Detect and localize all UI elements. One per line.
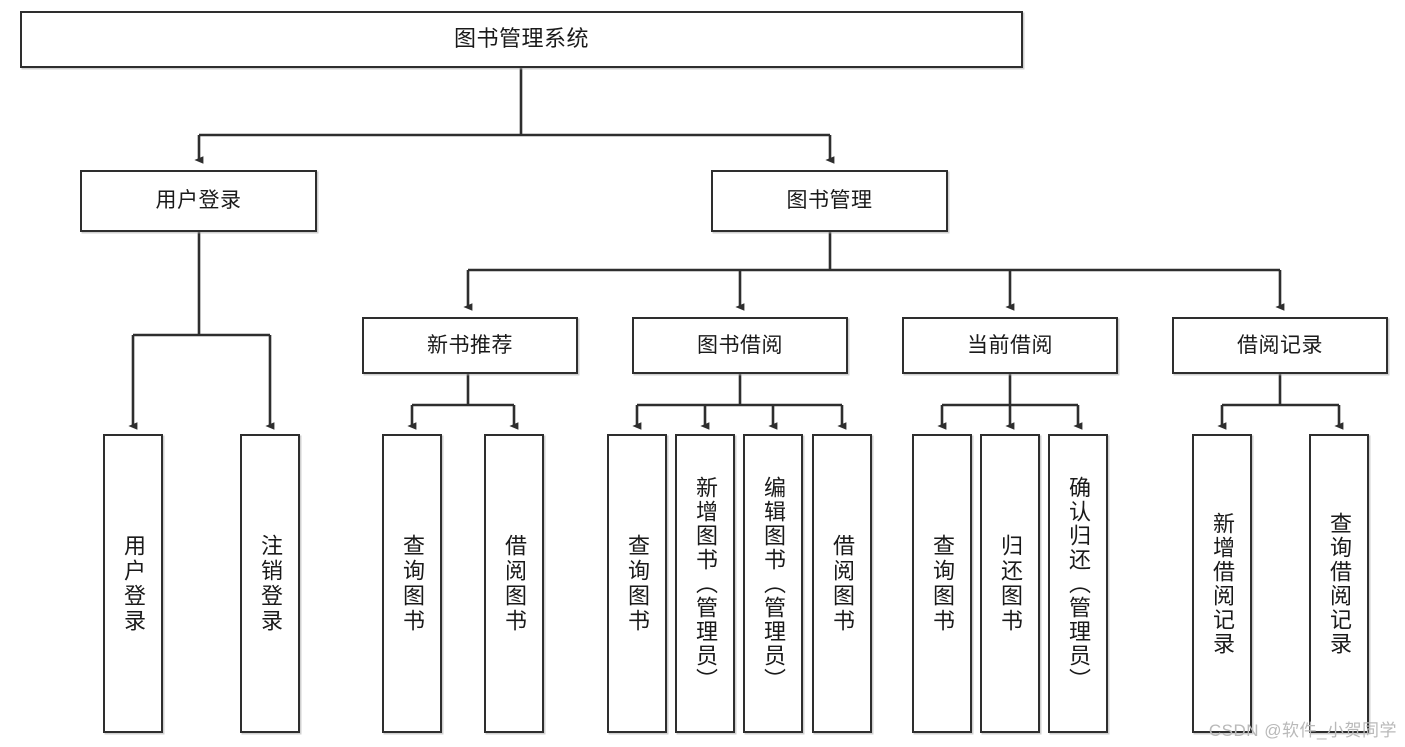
leaf-label: 确认归还（管理员） xyxy=(1066,475,1091,692)
leaf-label: 注销登录 xyxy=(258,533,283,634)
leaf-book-borrow-0[interactable]: 查询图书 xyxy=(607,434,667,733)
leaf-label: 查询图书 xyxy=(400,533,425,634)
node-book-borrow[interactable]: 图书借阅 xyxy=(632,317,848,374)
leaf-label: 归还图书 xyxy=(998,533,1023,634)
leaf-current-borrow-2[interactable]: 确认归还（管理员） xyxy=(1048,434,1108,733)
leaf-user-login-0[interactable]: 用户登录 xyxy=(103,434,163,733)
leaf-book-borrow-3[interactable]: 借阅图书 xyxy=(812,434,872,733)
leaf-label: 查询图书 xyxy=(930,533,955,634)
node-borrow-record-label: 借阅记录 xyxy=(1237,333,1323,357)
leaf-user-login-1[interactable]: 注销登录 xyxy=(240,434,300,733)
leaf-current-borrow-0[interactable]: 查询图书 xyxy=(912,434,972,733)
leaf-label: 查询图书 xyxy=(625,533,650,634)
node-book-manage-label: 图书管理 xyxy=(786,189,873,213)
leaf-new-book-recommend-0[interactable]: 查询图书 xyxy=(382,434,442,733)
node-user-login[interactable]: 用户登录 xyxy=(80,170,317,232)
node-borrow-record[interactable]: 借阅记录 xyxy=(1172,317,1388,374)
node-current-borrow-label: 当前借阅 xyxy=(967,333,1053,357)
leaf-book-borrow-2[interactable]: 编辑图书（管理员） xyxy=(743,434,803,733)
node-current-borrow[interactable]: 当前借阅 xyxy=(902,317,1118,374)
leaf-label: 查询借阅记录 xyxy=(1327,511,1352,656)
leaf-label: 用户登录 xyxy=(121,533,146,634)
node-user-login-label: 用户登录 xyxy=(155,189,242,213)
leaf-label: 新增借阅记录 xyxy=(1210,511,1235,656)
leaf-label: 新增图书（管理员） xyxy=(693,475,718,692)
leaf-label: 编辑图书（管理员） xyxy=(761,475,786,692)
node-book-borrow-label: 图书借阅 xyxy=(697,333,783,357)
leaf-label: 借阅图书 xyxy=(502,533,527,634)
leaf-new-book-recommend-1[interactable]: 借阅图书 xyxy=(484,434,544,733)
leaf-label: 借阅图书 xyxy=(830,533,855,634)
node-root[interactable]: 图书管理系统 xyxy=(20,11,1023,68)
leaf-book-borrow-1[interactable]: 新增图书（管理员） xyxy=(675,434,735,733)
node-root-label: 图书管理系统 xyxy=(453,26,589,52)
leaf-borrow-record-0[interactable]: 新增借阅记录 xyxy=(1192,434,1252,733)
leaf-borrow-record-1[interactable]: 查询借阅记录 xyxy=(1309,434,1369,733)
leaf-current-borrow-1[interactable]: 归还图书 xyxy=(980,434,1040,733)
node-new-book-recommend[interactable]: 新书推荐 xyxy=(362,317,578,374)
node-new-book-recommend-label: 新书推荐 xyxy=(427,333,513,357)
node-book-manage[interactable]: 图书管理 xyxy=(711,170,948,232)
